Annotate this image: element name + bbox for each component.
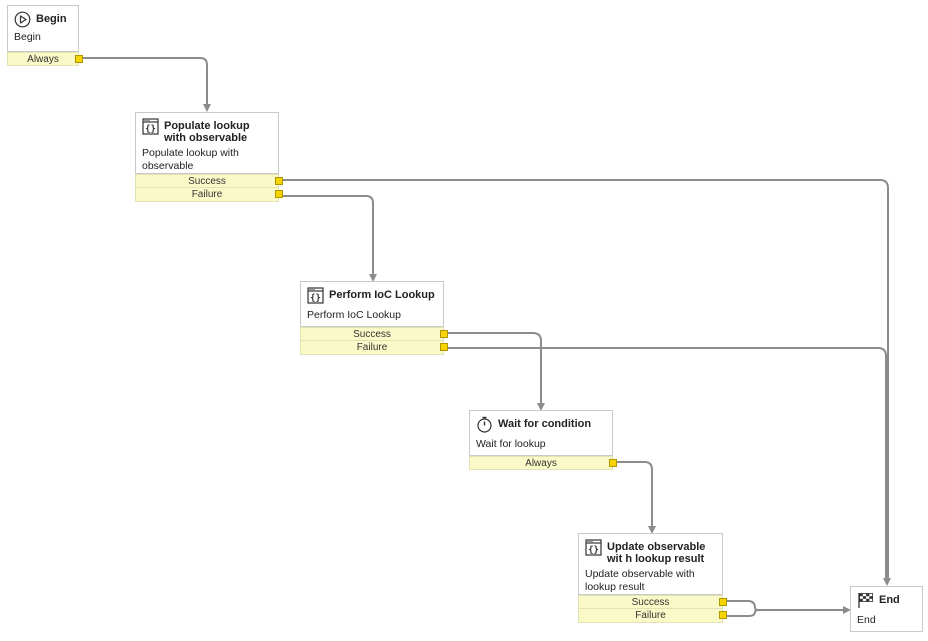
node-wait-for-condition[interactable]: Wait for condition Wait for lookup Alway… — [469, 410, 617, 470]
node-populate-lookup[interactable]: {} Populate lookup with observable Popul… — [135, 112, 283, 202]
script-braces-icon: {} — [307, 287, 324, 304]
output-label: Success — [631, 597, 670, 608]
output-port[interactable] — [75, 55, 83, 63]
svg-text:{}: {} — [145, 125, 156, 135]
output-label: Failure — [635, 610, 666, 621]
node-perform-ioc-lookup[interactable]: {} Perform IoC Lookup Perform IoC Lookup… — [300, 281, 448, 355]
node-end[interactable]: End End — [850, 586, 923, 632]
node-title: Update observable wit h lookup result — [607, 541, 706, 565]
output-success[interactable]: Success — [300, 327, 448, 341]
node-description: Wait for lookup — [476, 438, 546, 450]
output-success[interactable]: Success — [135, 174, 283, 188]
output-label: Success — [353, 329, 391, 340]
output-failure[interactable]: Failure — [578, 609, 727, 623]
output-label: Failure — [356, 342, 388, 353]
connector-wait-always-to-update — [612, 461, 653, 528]
output-port[interactable] — [275, 190, 283, 198]
output-port[interactable] — [275, 177, 283, 185]
node-description: Update observable with lookup result — [585, 568, 695, 593]
node-description: Begin — [14, 31, 41, 43]
script-braces-icon: {} — [142, 118, 159, 135]
connector-update-failure-to-end — [722, 609, 845, 617]
node-title: Perform IoC Lookup — [329, 289, 435, 301]
node-title: Begin — [36, 13, 67, 25]
node-title: End — [879, 594, 900, 606]
output-port[interactable] — [609, 459, 617, 467]
connector-populate-success-to-end — [279, 179, 889, 580]
script-braces-icon: {} — [585, 539, 602, 556]
node-title: Wait for condition — [498, 418, 592, 430]
node-description: Populate lookup with observable — [142, 147, 239, 172]
connector-begin-always-to-populate — [78, 57, 208, 106]
node-title: Populate lookup with observable — [164, 120, 250, 144]
node-update-observable[interactable]: {} Update observable wit h lookup result… — [578, 533, 727, 623]
output-failure[interactable]: Failure — [135, 188, 283, 202]
output-port[interactable] — [719, 611, 727, 619]
connector-populate-failure-to-ioc — [279, 195, 374, 276]
output-label: Always — [525, 458, 557, 469]
output-success[interactable]: Success — [578, 595, 727, 609]
svg-text:{}: {} — [310, 294, 321, 304]
node-description: End — [857, 614, 876, 626]
checkered-flag-icon — [857, 592, 874, 609]
connector-update-success-to-end — [722, 600, 845, 611]
stopwatch-icon — [476, 416, 493, 433]
connector-ioc-success-to-wait — [444, 332, 542, 405]
arrowhead-populate — [203, 104, 211, 112]
output-failure[interactable]: Failure — [300, 341, 448, 355]
output-always[interactable]: Always — [469, 456, 617, 470]
arrowhead-end-top — [883, 578, 891, 586]
svg-text:{}: {} — [588, 546, 599, 556]
play-icon — [14, 11, 31, 28]
output-port[interactable] — [440, 343, 448, 351]
output-port[interactable] — [440, 330, 448, 338]
output-label: Success — [188, 176, 226, 187]
output-label: Always — [27, 54, 59, 65]
node-begin[interactable]: Begin Begin Always — [7, 5, 83, 66]
node-description: Perform IoC Lookup — [307, 309, 401, 321]
output-port[interactable] — [719, 598, 727, 606]
output-always[interactable]: Always — [7, 52, 83, 66]
output-label: Failure — [191, 189, 223, 200]
